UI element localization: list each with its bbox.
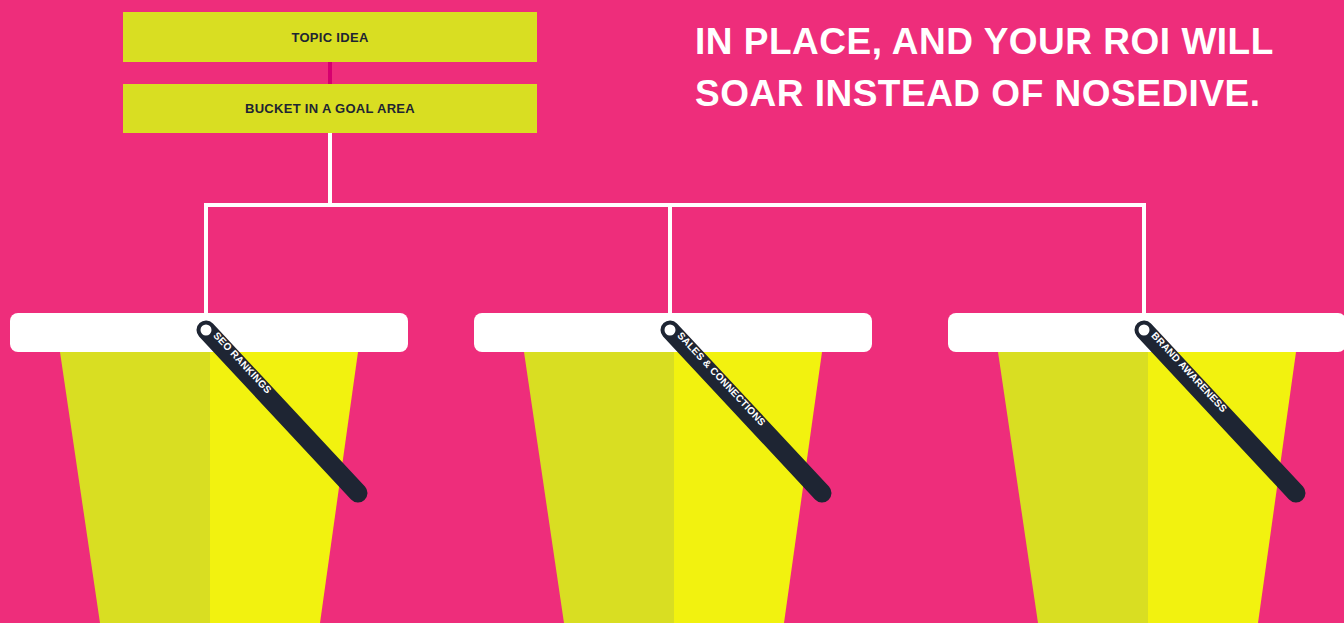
tree-connector — [206, 133, 330, 313]
bucket-body — [1148, 352, 1296, 623]
bucket-handle — [670, 330, 822, 493]
goal-bucket: SALES & CONNECTIONS — [474, 313, 872, 623]
bucket-body — [674, 352, 822, 623]
headline-text: IN PLACE, AND YOUR ROI WILL SOAR INSTEAD… — [695, 16, 1335, 120]
handle-pivot — [663, 323, 677, 337]
handle-pivot — [1137, 323, 1151, 337]
bucket-shade — [524, 352, 674, 623]
goal-bucket: BRAND AWARENESS — [948, 313, 1344, 623]
bucket-shade — [60, 352, 210, 623]
goal-bucket: SEO RANKINGS — [10, 313, 408, 623]
box-label: BUCKET IN A GOAL AREA — [245, 101, 415, 116]
handle-pivot — [199, 323, 213, 337]
bucket-outline — [948, 313, 1344, 623]
box-label: TOPIC IDEA — [291, 30, 368, 45]
bucket-body — [210, 352, 358, 623]
tree-connector — [330, 133, 1144, 313]
bucket-handle — [1144, 330, 1296, 493]
tree-connector — [328, 62, 332, 84]
bucket-outline — [474, 313, 872, 623]
bucket-handle — [206, 330, 358, 493]
bucket-shade — [998, 352, 1148, 623]
process-box: TOPIC IDEA — [123, 12, 537, 62]
tree-connector — [330, 133, 670, 313]
bucket-rim — [948, 313, 1344, 352]
bucket-outline — [10, 313, 408, 623]
process-box: BUCKET IN A GOAL AREA — [123, 84, 537, 133]
